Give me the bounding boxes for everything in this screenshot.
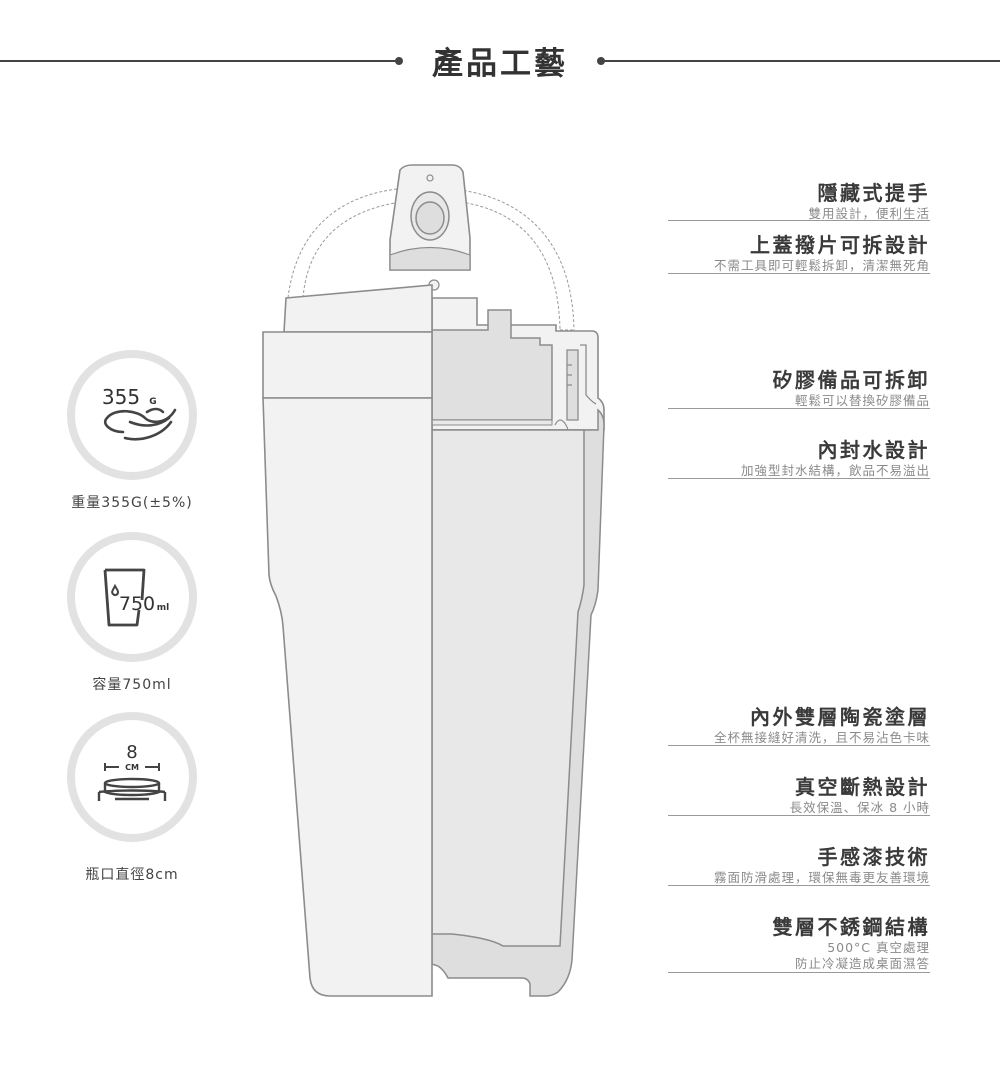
spec-diameter-label: 瓶口直徑8cm (85, 867, 179, 883)
feather-icon: 355 G (102, 385, 177, 441)
feature-title: 雙層不銹鋼結構 (772, 915, 930, 939)
hidden-handle-icon (287, 187, 575, 331)
feature-inner-seal: 內封水設計 加強型封水結構，飲品不易溢出 (741, 437, 930, 479)
feature-hidden-handle: 隱藏式提手 雙用設計，便利生活 (808, 180, 930, 222)
feature-divider (668, 273, 930, 274)
feature-soft-touch-paint: 手感漆技術 霧面防滑處理，環保無毒更友善環境 (714, 844, 930, 886)
spec-weight-circle: 355 G (67, 350, 197, 480)
section-header: 產品工藝 (0, 0, 1000, 120)
header-right-rule (600, 60, 1000, 62)
tumbler-outer-shell (262, 284, 433, 997)
feature-divider (668, 972, 930, 973)
lid-cross-section (431, 297, 605, 439)
feature-title: 手感漆技術 (817, 845, 930, 869)
header-left-dot (395, 57, 403, 65)
spec-weight-label: 重量355G(±5%) (71, 495, 193, 511)
feature-title: 內外雙層陶瓷塗層 (750, 705, 930, 729)
feature-desc: 500°C 真空處理 (827, 940, 930, 955)
feature-title: 內封水設計 (817, 438, 930, 462)
page-title: 產品工藝 (432, 46, 568, 82)
feature-desc: 防止冷凝造成桌面濕答 (794, 956, 930, 971)
feature-silicone-parts: 矽膠備品可拆卸 輕鬆可以替換矽膠備品 (773, 367, 931, 409)
feature-desc: 加強型封水結構，飲品不易溢出 (740, 463, 930, 478)
feature-title: 上蓋撥片可拆設計 (750, 233, 930, 257)
header-left-rule (0, 60, 398, 62)
spec-capacity-circle: 750 ml (67, 532, 197, 662)
feature-divider (668, 885, 930, 886)
spec-weight: 355 G 重量355G(±5%) (67, 350, 197, 511)
feature-divider (668, 745, 930, 746)
feature-divider (668, 478, 930, 479)
feature-divider (668, 815, 930, 816)
tumbler-wall-cross-section (431, 408, 605, 997)
feature-removable-lid-tab: 上蓋撥片可拆設計 不需工具即可輕鬆拆卸，清潔無死角 (714, 232, 930, 274)
feature-title: 隱藏式提手 (817, 181, 930, 205)
feature-title: 真空斷熱設計 (795, 775, 930, 799)
feature-desc: 雙用設計，便利生活 (808, 206, 930, 221)
svg-text:8: 8 (126, 742, 137, 763)
svg-text:ml: ml (157, 603, 169, 613)
feature-desc: 全杯無接縫好清洗，且不易沾色卡味 (713, 730, 930, 745)
feature-title: 矽膠備品可拆卸 (772, 368, 930, 392)
spec-capacity: 750 ml 容量750ml (67, 532, 197, 693)
feature-vacuum-insulation: 真空斷熱設計 長效保溫、保冰 8 小時 (790, 774, 930, 816)
feature-desc: 霧面防滑處理，環保無毒更友善環境 (713, 870, 930, 885)
feature-divider (668, 220, 930, 221)
spec-capacity-label: 容量750ml (92, 677, 172, 693)
feature-desc: 輕鬆可以替換矽膠備品 (794, 393, 930, 408)
svg-text:750: 750 (119, 593, 155, 615)
svg-text:CM: CM (125, 763, 139, 772)
svg-text:G: G (149, 397, 156, 407)
spec-diameter-circle: 8 CM (67, 712, 197, 842)
feature-divider (668, 408, 930, 409)
feature-desc: 不需工具即可輕鬆拆卸，清潔無死角 (713, 258, 930, 273)
spec-diameter: 8 CM 瓶口直徑8cm (67, 712, 197, 883)
lid-tab-icon (389, 164, 471, 291)
feature-double-stainless-steel: 雙層不銹鋼結構 500°C 真空處理 防止冷凝造成桌面濕答 (773, 914, 931, 972)
cup-icon: 750 ml (103, 568, 169, 627)
diameter-icon: 8 CM (97, 742, 167, 801)
feature-ceramic-coating: 內外雙層陶瓷塗層 全杯無接縫好清洗，且不易沾色卡味 (714, 704, 930, 746)
svg-text:355: 355 (102, 385, 140, 409)
feature-desc: 長效保溫、保冰 8 小時 (789, 800, 930, 815)
